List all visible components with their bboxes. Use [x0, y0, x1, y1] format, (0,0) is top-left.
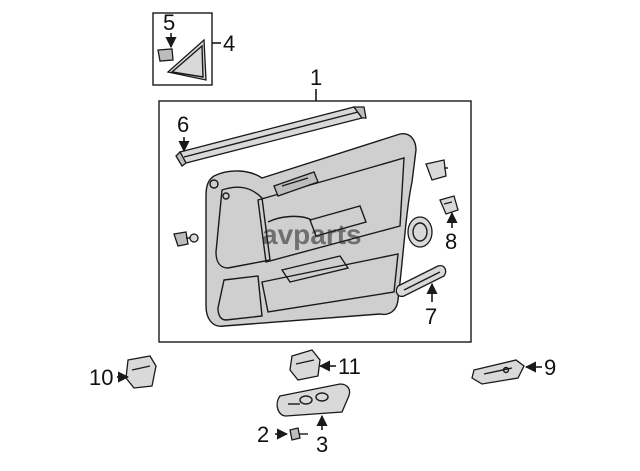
inset-box-4-5: 5 4 [152, 10, 235, 86]
callout-1: 1 [310, 65, 322, 90]
callout-3: 3 [316, 432, 328, 457]
cover-clip-part[interactable] [157, 48, 174, 62]
switch-bracket-part[interactable] [425, 159, 448, 181]
weatherstrip-part[interactable] [175, 106, 367, 167]
callout-2: 2 [257, 422, 269, 447]
bracket-part-10[interactable] [125, 355, 157, 389]
callout-11: 11 [338, 354, 361, 379]
pull-handle-part[interactable] [395, 264, 447, 298]
panel-clip-part[interactable] [173, 231, 199, 247]
screw-part[interactable] [289, 427, 308, 441]
bracket-part-9[interactable] [471, 359, 525, 385]
callout-5: 5 [163, 10, 175, 35]
callout-6: 6 [177, 112, 189, 137]
watermark: avparts [262, 219, 362, 250]
callout-7: 7 [425, 304, 437, 329]
callout-8: 8 [445, 229, 457, 254]
callout-9: 9 [544, 355, 556, 380]
speaker-grille-part[interactable] [407, 216, 433, 248]
callout-4: 4 [223, 31, 235, 56]
retainer-clip-part[interactable] [439, 195, 459, 215]
callout-10: 10 [89, 365, 113, 390]
door-panel-box: 1 6 [158, 65, 472, 343]
bracket-part-11[interactable] [289, 349, 321, 381]
switch-base-part[interactable] [276, 383, 351, 417]
